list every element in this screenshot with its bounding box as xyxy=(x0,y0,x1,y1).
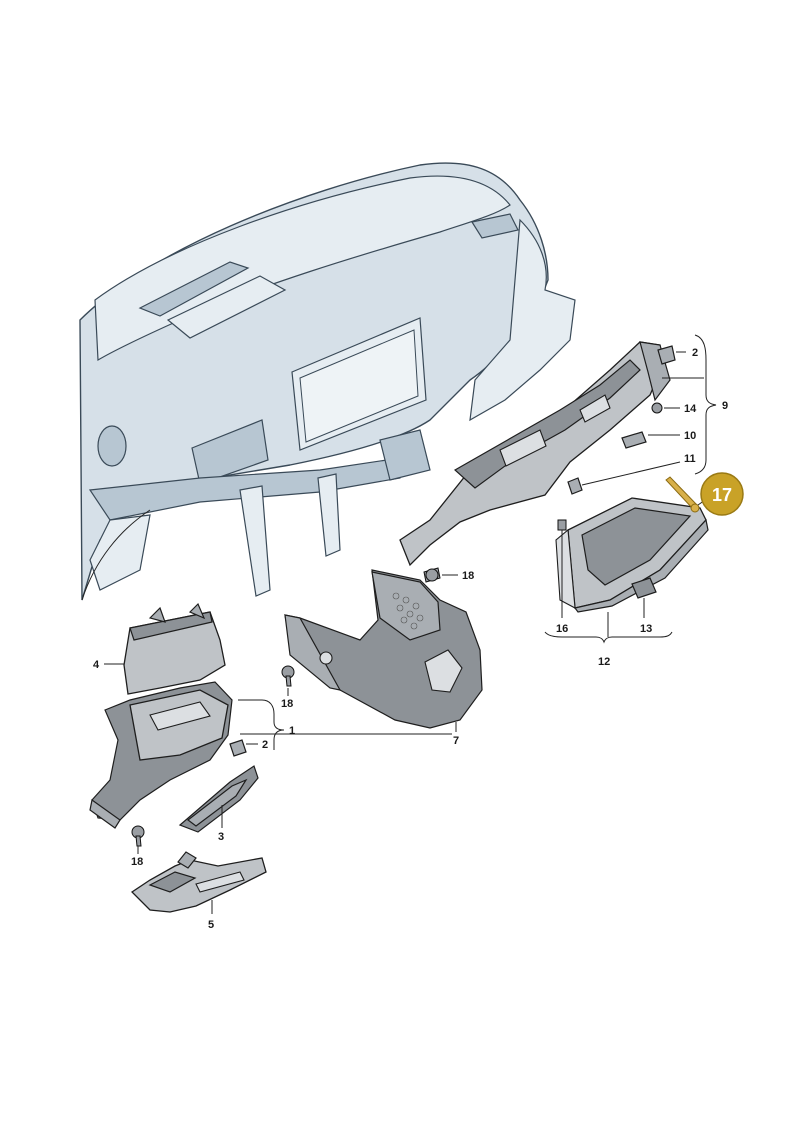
part-17-highlighted-pin xyxy=(665,476,700,513)
label-9: 9 xyxy=(722,400,728,412)
label-2-top: 2 xyxy=(692,347,698,359)
callout-circle xyxy=(700,472,744,516)
latch-13 xyxy=(631,577,657,599)
leader-lines xyxy=(104,334,717,914)
part-7-lower-trim-panel xyxy=(284,569,483,729)
label-4: 4 xyxy=(93,659,100,671)
screw-18-left-bottom xyxy=(131,825,145,847)
part-12-glove-box xyxy=(555,497,709,613)
label-14: 14 xyxy=(684,403,697,415)
clip-14 xyxy=(651,402,663,414)
part-9-dash-trim-strip xyxy=(399,341,671,567)
part-1-left-lower-panel xyxy=(89,681,233,829)
callout-badge-17[interactable]: 17 xyxy=(700,472,744,516)
clip-11 xyxy=(567,477,583,495)
part-3-small-cover xyxy=(178,765,259,833)
screw-18-left-middle xyxy=(281,665,295,687)
label-5: 5 xyxy=(208,919,214,931)
label-18-center: 18 xyxy=(462,570,474,582)
screw-18-center xyxy=(423,567,441,583)
callout-label-17: 17 xyxy=(712,485,732,505)
label-3: 3 xyxy=(218,831,224,843)
label-10: 10 xyxy=(684,430,696,442)
part-5-bottom-bracket xyxy=(130,851,267,913)
screw-16 xyxy=(557,519,567,531)
label-12: 12 xyxy=(598,656,610,668)
label-1: 1 xyxy=(289,725,295,737)
label-13: 13 xyxy=(640,623,652,635)
label-2-left: 2 xyxy=(262,739,268,751)
clip-2-top-right xyxy=(657,345,676,365)
part-4-left-trim-cover xyxy=(123,602,226,695)
label-18-left-bottom: 18 xyxy=(131,856,143,868)
label-18-left-middle: 18 xyxy=(281,698,293,710)
clip-10 xyxy=(621,431,647,449)
label-7: 7 xyxy=(453,735,459,747)
label-11: 11 xyxy=(684,453,696,465)
part-number-labels: 2 9 14 10 11 16 13 12 18 4 18 1 2 7 3 18… xyxy=(93,347,728,931)
dashboard-assembly xyxy=(79,162,576,601)
label-16: 16 xyxy=(556,623,568,635)
clip-2-left xyxy=(229,739,247,757)
